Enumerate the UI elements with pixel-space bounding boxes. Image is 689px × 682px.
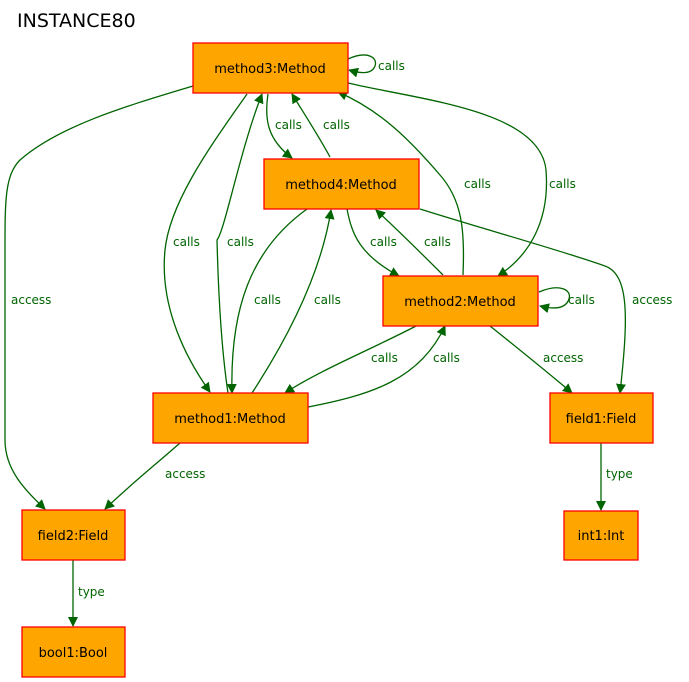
node-method4[interactable]: method4:Method bbox=[263, 158, 420, 210]
node-method2[interactable]: method2:Method bbox=[382, 275, 539, 327]
edge-e13: access bbox=[419, 208, 672, 394]
edge-e15: calls bbox=[284, 324, 419, 394]
node-label: int1:Int bbox=[578, 529, 625, 544]
edge-label: access bbox=[632, 293, 672, 307]
edge-label: calls bbox=[254, 293, 281, 307]
node-field2[interactable]: field2:Field bbox=[21, 509, 126, 561]
edge-e16: calls bbox=[307, 325, 460, 408]
edge-label: calls bbox=[433, 351, 460, 365]
edge-label: type bbox=[78, 585, 105, 599]
edge-label: type bbox=[606, 467, 633, 481]
edge-e18: access bbox=[104, 442, 205, 510]
diagram-title: INSTANCE80 bbox=[17, 10, 136, 32]
edge-e19: type bbox=[596, 443, 633, 511]
edge-label: calls bbox=[173, 235, 200, 249]
node-field1[interactable]: field1:Field bbox=[549, 392, 654, 444]
edge-e4: calls bbox=[163, 93, 248, 393]
edge-label: access bbox=[11, 293, 51, 307]
node-bool1[interactable]: bool1:Bool bbox=[21, 626, 126, 678]
node-label: field2:Field bbox=[38, 529, 109, 544]
edge-e20: type bbox=[68, 560, 105, 627]
edge-label: access bbox=[543, 351, 583, 365]
node-method3[interactable]: method3:Method bbox=[192, 42, 349, 94]
edge-label: calls bbox=[314, 293, 341, 307]
node-label: field1:Field bbox=[566, 412, 637, 427]
edge-label: calls bbox=[323, 118, 350, 132]
edge-e17: access bbox=[489, 325, 583, 394]
edge-e2: calls bbox=[266, 93, 302, 159]
edge-label: calls bbox=[371, 351, 398, 365]
edge-label: calls bbox=[464, 177, 491, 191]
edge-e14: calls bbox=[538, 287, 595, 314]
edge-label: calls bbox=[227, 235, 254, 249]
edge-e6: calls bbox=[337, 90, 491, 276]
edge-e7: calls bbox=[347, 82, 576, 277]
node-label: bool1:Bool bbox=[39, 646, 108, 661]
edge-label: calls bbox=[549, 177, 576, 191]
edge-e9: calls bbox=[346, 208, 400, 277]
edge-e8: access bbox=[4, 85, 194, 510]
edge-e1: calls bbox=[347, 54, 405, 78]
node-label: method1:Method bbox=[174, 412, 286, 427]
node-label: method2:Method bbox=[404, 295, 516, 310]
node-method1[interactable]: method1:Method bbox=[152, 392, 309, 444]
edge-label: calls bbox=[370, 235, 397, 249]
edge-e3: calls bbox=[291, 93, 350, 158]
edge-label: calls bbox=[424, 235, 451, 249]
edge-label: calls bbox=[378, 59, 405, 73]
edge-label: calls bbox=[275, 118, 302, 132]
edge-e5: calls bbox=[216, 93, 264, 394]
edge-label: access bbox=[165, 467, 205, 481]
node-int1[interactable]: int1:Int bbox=[563, 510, 639, 561]
edge-e11: calls bbox=[226, 208, 308, 394]
edge-label: calls bbox=[568, 293, 595, 307]
edge-e10: calls bbox=[375, 209, 451, 276]
node-label: method4:Method bbox=[285, 178, 397, 193]
node-label: method3:Method bbox=[214, 62, 326, 77]
edge-e12: calls bbox=[251, 209, 341, 394]
